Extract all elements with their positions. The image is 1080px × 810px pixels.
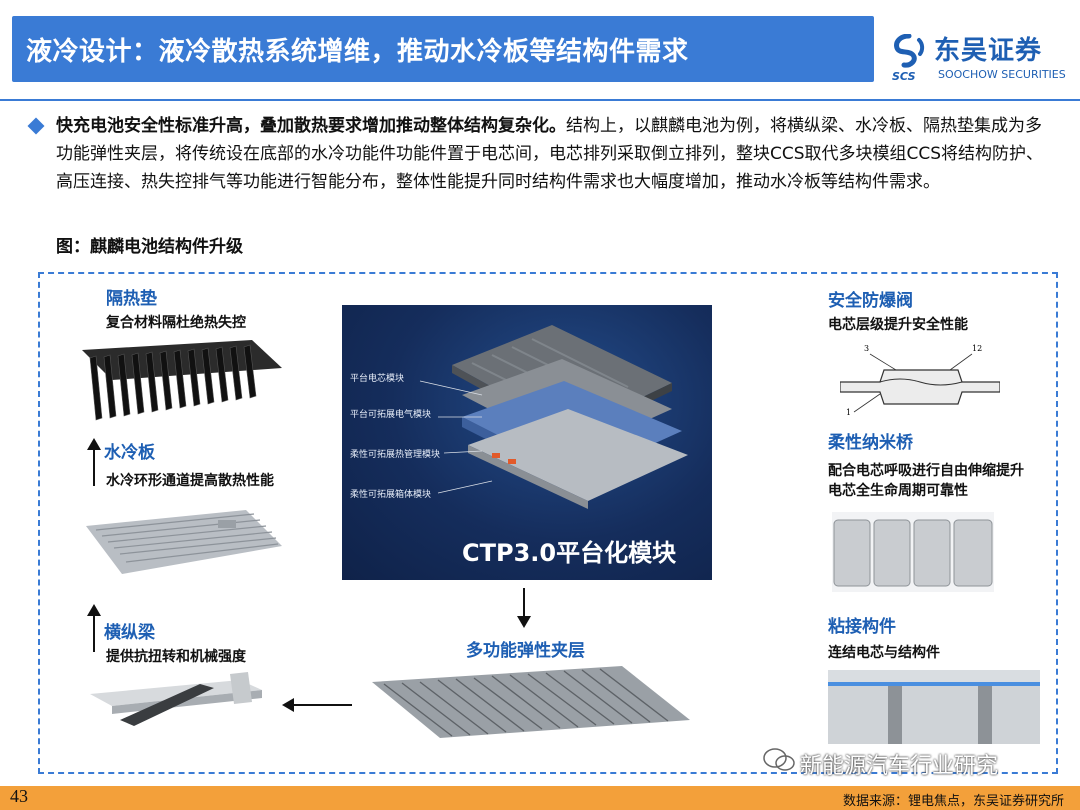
header-divider [0, 99, 1080, 101]
title-bar: 液冷设计：液冷散热系统增维，推动水冷板等结构件需求 [12, 16, 874, 82]
arrow-up-head-2-icon [87, 604, 101, 616]
cross-beam-image [90, 672, 266, 736]
label-nano-bridge: 柔性纳米桥 [828, 433, 913, 453]
layer-label-thermal: 柔性可拓展热管理模块 [350, 450, 441, 460]
layer-label-electrical: 平台可拓展电气模块 [350, 410, 432, 420]
label-adhesive-part: 粘接构件 [828, 617, 896, 637]
layer-label-housing: 柔性可拓展箱体模块 [350, 490, 432, 500]
desc-water-cooling-plate: 水冷环形通道提高散热性能 [106, 473, 274, 489]
label-safety-valve: 安全防爆阀 [828, 291, 913, 311]
figure-caption: 图：麒麟电池结构件升级 [56, 237, 243, 257]
bullet-bold-text: 快充电池安全性标准升高，叠加散热要求增加推动整体结构复杂化。 [56, 116, 566, 136]
label-water-cooling-plate: 水冷板 [104, 443, 155, 463]
desc-safety-valve: 电芯层级提升安全性能 [828, 317, 968, 333]
arrow-up-2 [93, 612, 95, 652]
desc-insulation-pad: 复合材料隔杜绝热失控 [106, 315, 246, 331]
water-cooling-plate-image [86, 506, 282, 578]
insulation-pad-image [82, 338, 282, 426]
adhesive-part-image [828, 670, 1040, 744]
desc-adhesive-part: 连结电芯与结构件 [828, 645, 940, 661]
valve-number-b: 12 [972, 344, 983, 353]
arrow-down [523, 588, 525, 620]
bullet-paragraph: 快充电池安全性标准升高，叠加散热要求增加推动整体结构复杂化。结构上，以麒麟电池为… [56, 112, 1056, 196]
module-title: CTP3.0平台化模块 [462, 539, 677, 567]
arrow-left-head-icon [282, 698, 294, 712]
desc-nano-bridge-2: 电芯全生命周期可靠性 [828, 483, 968, 499]
nano-bridge-image [832, 512, 994, 592]
company-logo: SCS 东吴证券 SOOCHOW SECURITIES [888, 30, 1068, 86]
arrow-down-head-icon [517, 616, 531, 628]
logo-mark-icon [894, 34, 925, 68]
bullet-diamond-icon [27, 117, 45, 135]
elastic-interlayer-image [372, 662, 690, 740]
page-title: 液冷设计：液冷散热系统增维，推动水冷板等结构件需求 [26, 37, 689, 67]
valve-number-c: 1 [846, 408, 852, 417]
desc-nano-bridge: 配合电芯呼吸进行自由伸缩提升 [828, 463, 1024, 479]
arrow-up-1 [93, 446, 95, 486]
arrow-left [292, 704, 352, 706]
watermark-text: 新能源汽车行业研究 [800, 754, 999, 779]
valve-number-a: 3 [864, 344, 870, 353]
ctp-module-image: 平台电芯模块 平台可拓展电气模块 柔性可拓展热管理模块 柔性可拓展箱体模块 CT… [342, 305, 712, 580]
label-cross-beam: 横纵梁 [104, 623, 155, 643]
label-insulation-pad: 隔热垫 [106, 289, 157, 309]
figure-frame [38, 272, 1058, 774]
arrow-up-head-1-icon [87, 438, 101, 450]
layer-label-cell: 平台电芯模块 [350, 374, 405, 384]
wechat-icon [763, 748, 795, 771]
desc-cross-beam: 提供抗扭转和机械强度 [106, 649, 246, 665]
logo-chinese-name: 东吴证券 [934, 36, 1043, 66]
logo-english-name: SOOCHOW SECURITIES [938, 68, 1066, 81]
logo-abbr: SCS [892, 70, 916, 83]
bullet-body-text: 结构上，以麒麟电池为例，将横纵梁、水冷板、隔热垫集成为多功能弹性夹层，将传统设在… [56, 116, 1044, 192]
page-number: 43 [10, 786, 28, 806]
safety-valve-diagram: 3 12 1 [840, 340, 1000, 420]
footer-bar [0, 786, 1080, 810]
label-elastic-interlayer: 多功能弹性夹层 [466, 641, 585, 661]
data-source: 数据来源：锂电焦点，东吴证券研究所 [842, 794, 1064, 809]
